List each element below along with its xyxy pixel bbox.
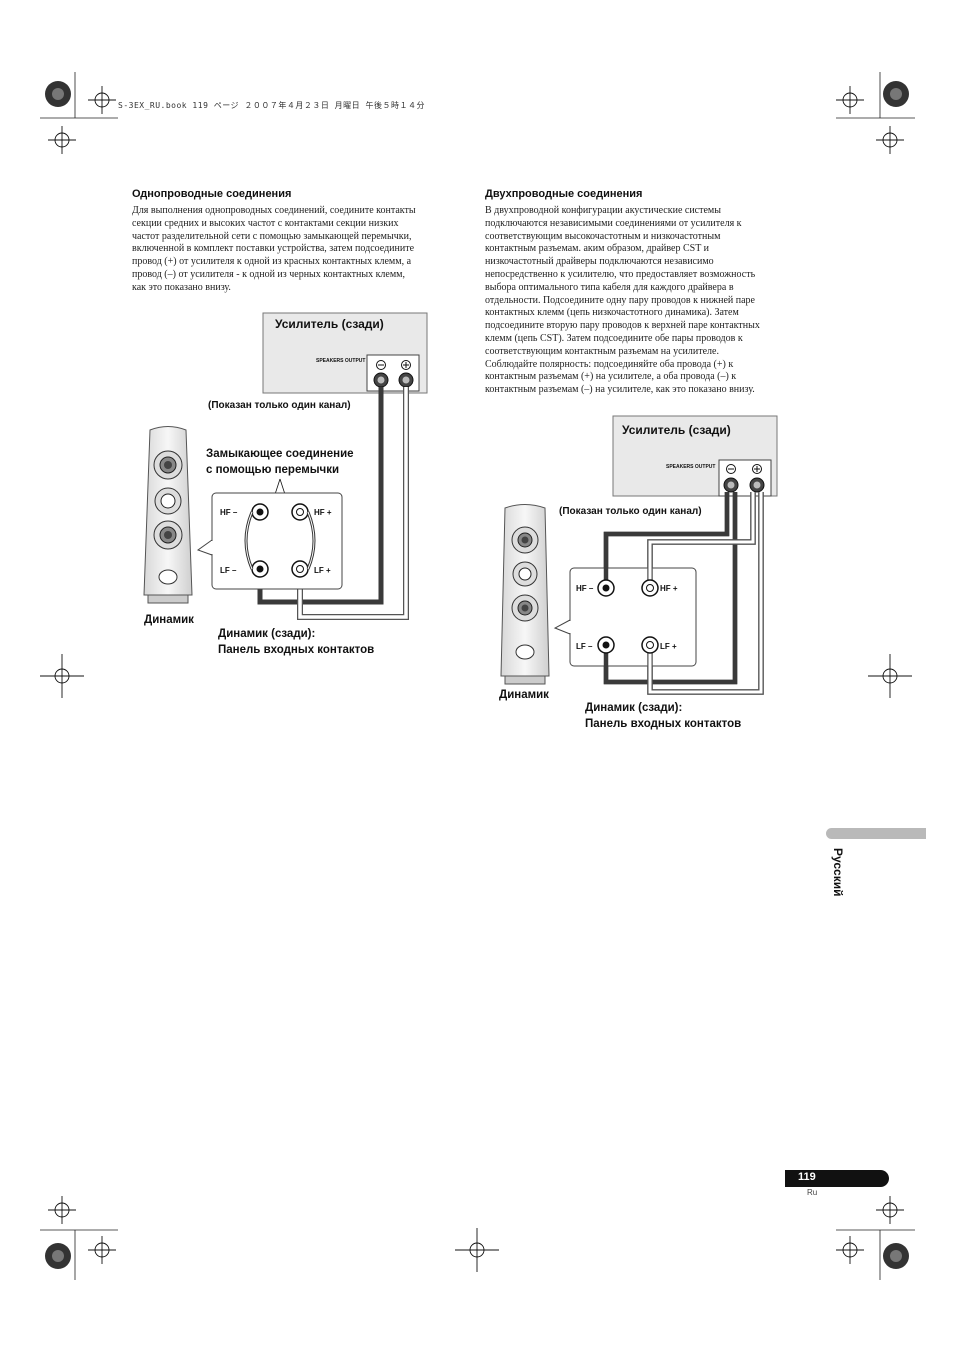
language-tab-bar xyxy=(826,828,926,839)
jumper-label-1: Замыкающее соединение xyxy=(206,448,354,460)
hf-minus-label: HF – xyxy=(220,508,238,517)
plus-icon xyxy=(752,464,762,474)
print-header: S-3EX_RU.book 119 ページ ２００７年４月２３日 月曜日 午後５… xyxy=(118,101,425,110)
speaker-label: Динамик xyxy=(499,689,549,701)
panel-label-2: Панель входных контактов xyxy=(585,718,741,730)
bi-wire-diagram: Усилитель (сзади) SPEAKERS OUTPUT (Показ… xyxy=(499,415,778,730)
panel-label-2: Панель входных контактов xyxy=(218,644,374,656)
panel-label-1: Динамик (сзади): xyxy=(585,702,682,714)
jumper-label-2: с помощью перемычки xyxy=(206,464,339,476)
lf-minus-label: LF – xyxy=(220,566,237,575)
speaker-label: Динамик xyxy=(144,614,194,626)
minus-icon xyxy=(376,360,386,370)
amp-title: Усилитель (сзади) xyxy=(622,423,731,437)
speaker-cabinet xyxy=(500,504,550,677)
section-title-single-wire: Однопроводные соединения xyxy=(132,188,292,200)
wire-plus xyxy=(298,387,408,619)
speakers-output-label: SPEAKERS OUTPUT xyxy=(666,464,715,470)
registration-target-icon xyxy=(40,86,912,1272)
hf-minus-label: HF – xyxy=(576,584,594,593)
hf-plus-label: HF + xyxy=(660,584,678,593)
page-number-badge xyxy=(785,1170,889,1187)
channel-note: (Показан только один канал) xyxy=(208,400,351,411)
channel-note: (Показан только один канал) xyxy=(559,506,702,517)
amp-title: Усилитель (сзади) xyxy=(275,317,384,331)
page-language-code: Ru xyxy=(807,1188,818,1197)
single-wire-diagram: Усилитель (сзади) SPEAKERS OUTPUT (Показ… xyxy=(143,312,428,656)
page-number: 119 xyxy=(798,1171,816,1183)
color-target-icon xyxy=(45,81,909,1269)
language-label: Русский xyxy=(831,848,845,897)
lf-plus-label: LF + xyxy=(314,566,331,575)
panel-label-1: Динамик (сзади): xyxy=(218,628,315,640)
minus-icon xyxy=(726,464,736,474)
speakers-output-label: SPEAKERS OUTPUT xyxy=(316,358,365,364)
hf-plus-label: HF + xyxy=(314,508,332,517)
plus-icon xyxy=(401,360,411,370)
lf-plus-label: LF + xyxy=(660,642,677,651)
section-title-bi-wire: Двухпроводные соединения xyxy=(485,188,643,200)
single-wire-paragraph: Для выполнения однопроводных соединений,… xyxy=(132,205,416,293)
lf-minus-label: LF – xyxy=(576,642,593,651)
bi-wire-paragraph: В двухпроводной конфигурации акустически… xyxy=(485,205,760,396)
